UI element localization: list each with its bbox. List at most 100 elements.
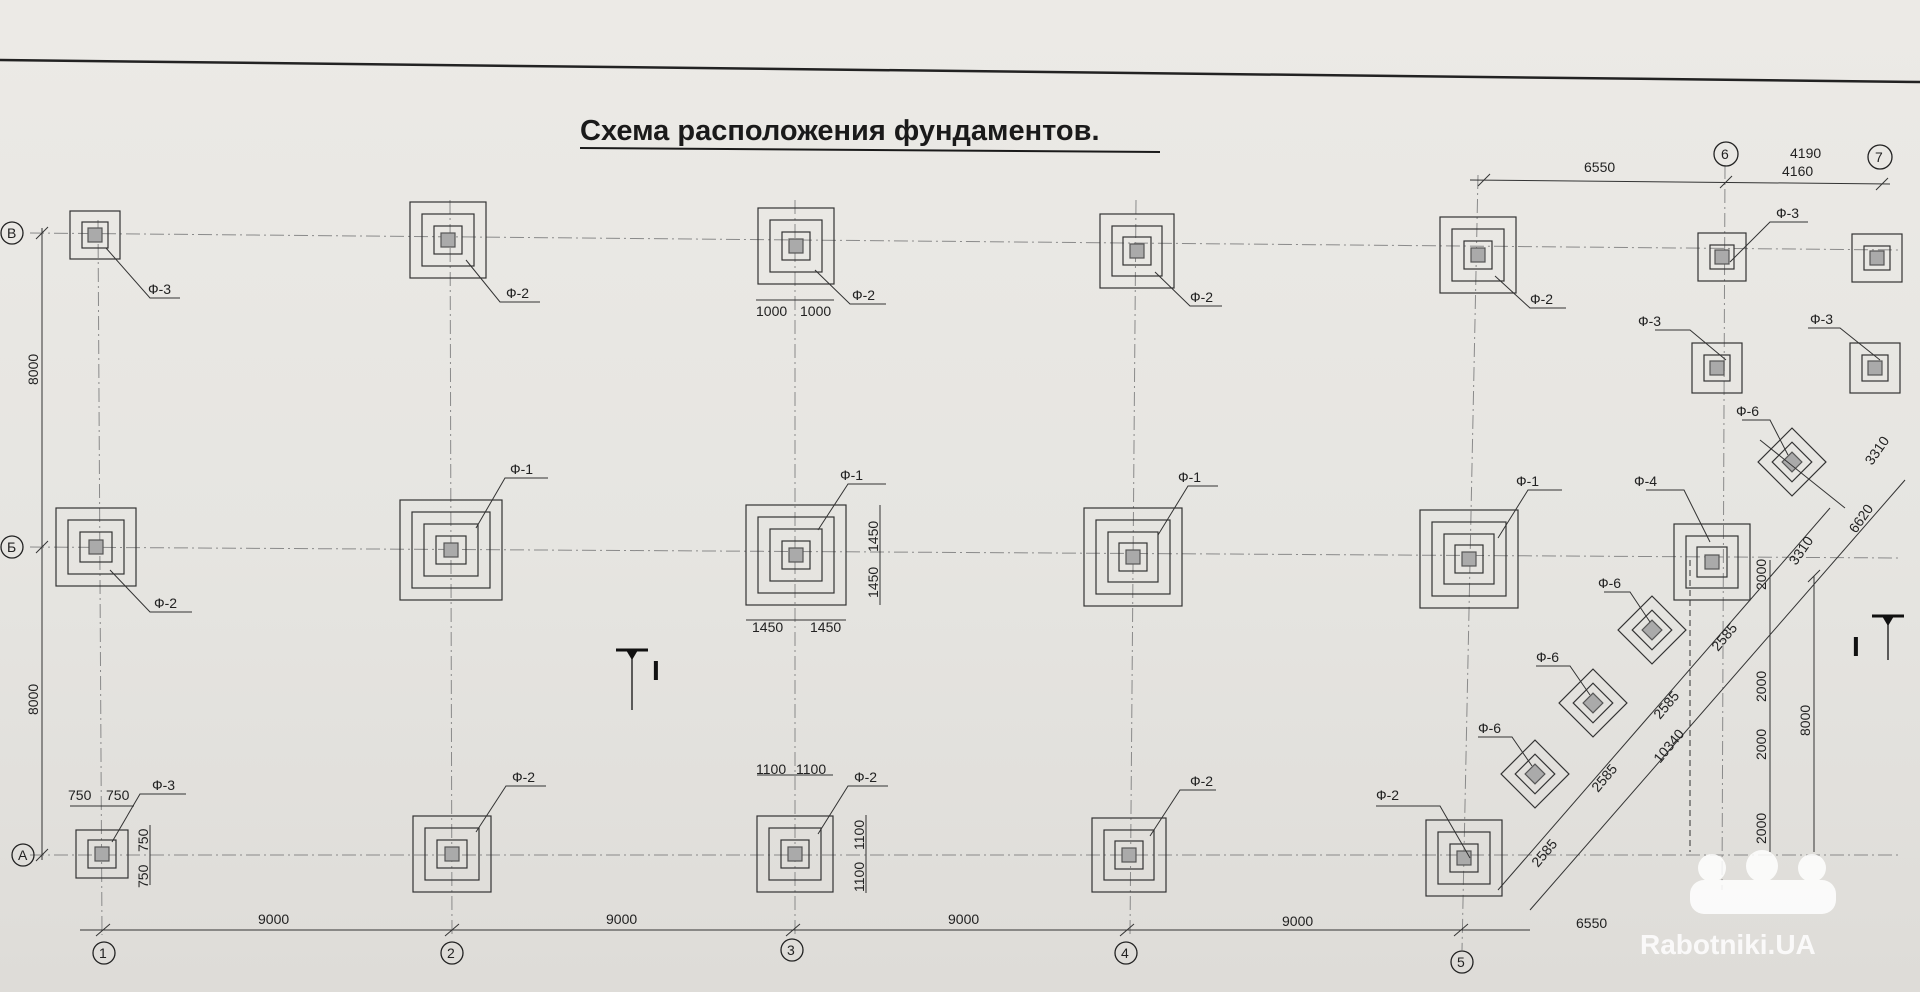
dim-2000: 2000 — [1753, 813, 1769, 844]
svg-text:7: 7 — [1875, 149, 1883, 165]
label-f3: Ф-3 — [148, 281, 171, 297]
dim-2000: 2000 — [1753, 559, 1769, 590]
dim-f3-h: 750 — [68, 787, 92, 803]
foundation-f3-7-mid — [1849, 342, 1901, 394]
dim-2000: 2000 — [1753, 671, 1769, 702]
dim-f3-h: 750 — [106, 787, 130, 803]
label-f1: Ф-1 — [510, 461, 533, 477]
dim-f1-h: 1450 — [810, 619, 841, 635]
svg-text:3: 3 — [787, 942, 795, 958]
foundations — [55, 201, 1903, 897]
svg-text:2: 2 — [447, 945, 455, 961]
dim-bottom: 9000 — [1282, 913, 1313, 929]
label-f6: Ф-6 — [1536, 649, 1559, 665]
dim-bottom: 9000 — [606, 911, 637, 927]
foundation-f3-1A — [75, 829, 129, 879]
label-f1: Ф-1 — [840, 467, 863, 483]
svg-text:5: 5 — [1457, 954, 1465, 970]
foundation-f6-b — [1617, 595, 1687, 665]
dim-left: 8000 — [25, 684, 41, 715]
dim-2585: 2585 — [1708, 620, 1740, 654]
dimension-lines — [35, 173, 1906, 937]
dim-f1-v: 1450 — [865, 567, 881, 598]
axis-bubble-5: 5 — [1450, 950, 1474, 974]
svg-text:Б: Б — [7, 539, 16, 555]
foundation-f3-6-mid — [1691, 342, 1743, 394]
foundation-f1-5B — [1419, 509, 1519, 609]
dim-f2-bot-h: 1100 — [796, 761, 826, 777]
foundation-f2-1B — [55, 507, 137, 587]
foundation-f2-2V — [409, 201, 487, 279]
label-f3: Ф-3 — [1776, 205, 1799, 221]
foundation-labels: Ф-3 Ф-2 Ф-2 Ф-2 Ф-2 Ф-3 Ф-3 Ф-3 Ф-2 Ф-1 … — [148, 205, 1833, 803]
label-f3: Ф-3 — [152, 777, 175, 793]
label-f1: Ф-1 — [1516, 473, 1539, 489]
label-f6: Ф-6 — [1736, 403, 1759, 419]
label-f3: Ф-3 — [1638, 313, 1661, 329]
svg-text:А: А — [18, 847, 28, 863]
dim-10340: 10340 — [1650, 726, 1687, 766]
foundation-f2-2A — [412, 815, 492, 893]
foundation-f2-4A — [1091, 817, 1167, 893]
dim-left: 8000 — [25, 354, 41, 385]
section-label: I — [1852, 631, 1860, 662]
axis-bubble-2: 2 — [440, 941, 464, 965]
foundation-f3-7V — [1851, 233, 1903, 283]
axis-bubble-B: Б — [0, 535, 24, 559]
axis-bubble-1: 1 — [92, 941, 116, 965]
foundation-f2-4V — [1099, 213, 1175, 289]
dim-f2-top: 1000 — [756, 303, 787, 319]
page-title: Схема расположения фундаментов. — [580, 115, 1100, 147]
foundation-f3-6V — [1697, 232, 1747, 282]
dim-top: 6550 — [1584, 159, 1615, 175]
svg-text:1: 1 — [99, 945, 107, 961]
row-axis-markers: А Б В — [0, 221, 35, 867]
svg-text:6: 6 — [1721, 146, 1729, 162]
label-f4: Ф-4 — [1634, 473, 1657, 489]
dim-2585: 2585 — [1588, 761, 1620, 795]
foundation-f4-6B — [1673, 523, 1751, 601]
dimension-texts: 9000 9000 9000 9000 6550 6550 4190 4160 … — [25, 145, 1892, 931]
label-f2: Ф-2 — [854, 769, 877, 785]
svg-text:4: 4 — [1121, 945, 1129, 961]
label-f2: Ф-2 — [852, 287, 875, 303]
label-f2: Ф-2 — [1190, 773, 1213, 789]
dim-2585: 2585 — [1528, 836, 1560, 870]
dim-bottom: 6550 — [1576, 915, 1607, 931]
axis-bubble-7: 7 — [1867, 144, 1893, 170]
axis-bubble-3: 3 — [780, 938, 804, 962]
foundation-f2-3A — [756, 815, 834, 893]
dim-right: 8000 — [1797, 705, 1813, 736]
foundation-f2-3V — [757, 207, 835, 285]
foundation-f3-1V — [69, 210, 121, 260]
label-f2: Ф-2 — [1376, 787, 1399, 803]
dim-f2-bot-v: 1100 — [851, 820, 867, 850]
foundation-f6-d — [1500, 739, 1570, 809]
dim-f3-v: 750 — [135, 828, 151, 852]
label-f1: Ф-1 — [1178, 469, 1201, 485]
title-underline — [579, 147, 1161, 153]
label-f6: Ф-6 — [1478, 720, 1501, 736]
foundation-f1-4B — [1083, 507, 1183, 607]
dim-3310: 3310 — [1785, 533, 1816, 568]
foundation-f1-2B — [399, 499, 503, 601]
label-f6: Ф-6 — [1598, 575, 1621, 591]
label-f3: Ф-3 — [1810, 311, 1833, 327]
axis-bubble-6: 6 — [1713, 141, 1739, 167]
foundation-f6-c — [1558, 668, 1628, 738]
dim-f1-v: 1450 — [865, 521, 881, 552]
dim-2000: 2000 — [1753, 729, 1769, 760]
label-f2: Ф-2 — [506, 285, 529, 301]
dim-f2-bot-h: 1100 — [756, 761, 786, 777]
section-marker-right: I — [1852, 614, 1904, 662]
watermark-text: Rabotniki.UA — [1640, 929, 1816, 960]
watermark: Rabotniki.UA — [1640, 850, 1836, 960]
dim-3310: 3310 — [1861, 433, 1892, 468]
foundation-f6-a — [1757, 427, 1827, 497]
column-axis-markers: 1 2 3 4 5 6 7 — [92, 141, 1893, 974]
label-f2: Ф-2 — [154, 595, 177, 611]
leader-lines — [105, 221, 1881, 859]
axis-bubble-A: А — [11, 843, 35, 867]
dim-f1-h: 1450 — [752, 619, 783, 635]
